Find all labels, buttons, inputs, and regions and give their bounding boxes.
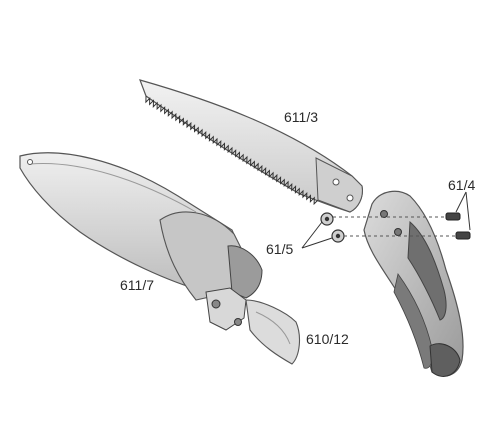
label-nuts: 61/5 (266, 241, 293, 257)
screws (445, 212, 471, 240)
belt-loop-fold (255, 311, 291, 345)
hinge-rivet (211, 299, 221, 309)
saw-blade (139, 79, 363, 213)
blade-teeth (145, 95, 319, 206)
leader-lines (301, 191, 471, 249)
scabbard (19, 152, 263, 331)
handle-grip-inlay (407, 220, 447, 321)
saw-handle (363, 190, 464, 377)
screw-1 (445, 212, 461, 221)
blade-hole-2 (346, 194, 354, 202)
leader-screws-2 (465, 191, 471, 231)
hinge-rivet-2 (234, 318, 242, 326)
screw-2 (455, 231, 471, 240)
scabbard-hole (27, 159, 33, 165)
nut-1-hole (324, 216, 330, 222)
handle-hole-1 (380, 210, 388, 218)
assembly-lines (333, 216, 456, 237)
handle-grip-inlay-2 (393, 273, 433, 369)
label-belt-loop: 610/12 (306, 331, 349, 347)
handle-end-cap (429, 343, 461, 377)
scabbard-clip (227, 245, 263, 299)
leader-screws-1 (455, 191, 467, 213)
belt-loop-strap (245, 299, 301, 365)
label-screws: 61/4 (448, 177, 475, 193)
blade-hole-1 (332, 178, 340, 186)
label-blade: 611/3 (284, 109, 318, 125)
leader-nuts-2 (301, 237, 333, 249)
scabbard-ridge (29, 163, 197, 213)
label-scabbard: 611/7 (120, 277, 154, 293)
leader-nuts-1 (301, 221, 323, 249)
nut-2-hole (335, 233, 341, 239)
handle-hole-2 (394, 228, 402, 236)
belt-loop (245, 299, 301, 365)
